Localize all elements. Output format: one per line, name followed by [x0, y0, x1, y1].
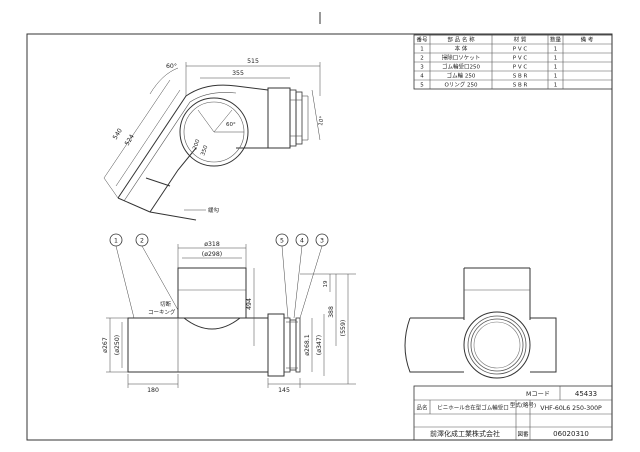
table-cell: P V C [513, 65, 528, 71]
table-header-material: 材 質 [514, 36, 527, 44]
dim-145: 145 [278, 387, 290, 394]
front-socket [267, 313, 285, 377]
top-view: 60° 200 350 515 355 60° 540 524 10° 緩勾 [103, 58, 326, 221]
table-cell: 1 [420, 47, 424, 53]
side-view [404, 267, 557, 379]
table-cell: 4 [420, 74, 424, 80]
table-cell: P V C [513, 56, 528, 62]
drawing-no-label: 図番 [517, 431, 529, 438]
label-cut: 切断 [160, 300, 172, 308]
top-branch-circle [179, 97, 249, 167]
table-cell: 1 [554, 56, 558, 62]
drawing-frame [26, 33, 613, 441]
elbow-inner-wall [149, 147, 197, 213]
side-branch [463, 267, 531, 320]
name-value: ビニホール合在型ゴム輪受口 [437, 404, 509, 412]
balloon-2-label: 2 [140, 237, 144, 244]
table-cell: 5 [420, 83, 424, 89]
dim-267: ø267 [102, 337, 109, 353]
table-cell: Oリング 250 [444, 81, 478, 89]
balloon-1-label: 1 [114, 237, 118, 244]
angle-60-label: 60° [166, 62, 177, 70]
dim-268: ø268.1 [304, 334, 311, 356]
table-header-name: 部 品 名 称 [447, 36, 475, 44]
balloon-3-label: 3 [320, 237, 324, 244]
dim-524: 524 [124, 133, 136, 147]
dim-298: (ø298) [202, 251, 222, 258]
table-cell: ゴム輪 250 [447, 72, 476, 80]
dim-250: (ø250) [114, 335, 121, 355]
dim-515: 515 [247, 58, 259, 65]
side-main-pipe [404, 317, 557, 373]
top-socket [267, 87, 291, 149]
dim-494: 494 [246, 298, 253, 310]
dim-559: (559) [340, 320, 347, 337]
dim-540: 540 [112, 127, 124, 141]
angle-10-label: 10° [318, 115, 326, 126]
parts-table: 番号 部 品 名 称 材 質 数量 備 考 1 本 体 P V C 1 2 掃除… [413, 34, 613, 90]
code-label: Mコード [526, 391, 550, 398]
drawing-no: 06020310 [553, 430, 589, 438]
table-cell: P V C [513, 47, 528, 53]
table-cell: 1 [554, 47, 558, 53]
label-caulk: コーキング [148, 308, 176, 316]
inner-dim-b: 350 [200, 144, 209, 156]
inner-dim-a: 200 [192, 138, 201, 150]
balloon-5-label: 5 [280, 237, 284, 244]
table-header-remarks: 備 考 [581, 36, 594, 44]
table-header-no: 番号 [416, 37, 428, 44]
table-cell: 掃除口ソケット [442, 54, 481, 62]
dim-388: 388 [328, 306, 335, 318]
table-cell: S B R [513, 83, 528, 89]
dim-347: (ø347) [316, 335, 323, 355]
table-cell: ゴム輪受口250 [442, 63, 480, 71]
table-cell: 3 [420, 65, 424, 71]
name-label: 品名 [416, 404, 427, 412]
dim-19: 19 [323, 280, 329, 287]
table-header-qty: 数量 [550, 36, 562, 44]
table-cell: 2 [420, 56, 424, 62]
balloon-4-label: 4 [300, 237, 304, 244]
code-value: 45433 [575, 390, 597, 398]
vertical-branch [177, 267, 247, 318]
table-cell: 1 [554, 65, 558, 71]
title-block-border [413, 385, 613, 441]
model-value: VHF-60L6 250-300P [540, 405, 602, 412]
front-view: 1 2 5 4 3 切断 コーキング ø318 [102, 233, 356, 394]
table-cell: 1 [554, 74, 558, 80]
side-socket-outer [463, 311, 531, 379]
title-block: Mコード 45433 品名 ビニホール合在型ゴム輪受口 型式(略号) VHF-6… [413, 385, 613, 441]
dim-355: 355 [232, 70, 244, 77]
model-label: 型式(略号) [510, 401, 536, 409]
dim-180: 180 [147, 387, 159, 394]
inner-angle-label: 60° [226, 122, 236, 128]
table-cell: 本 体 [455, 45, 468, 53]
marker-label: 緩勾 [208, 206, 220, 214]
company-name: 前澤化成工業株式会社 [430, 429, 500, 438]
dim-318: ø318 [204, 241, 220, 248]
table-cell: S B R [513, 74, 528, 80]
elbow-outer-wall [117, 84, 269, 199]
table-cell: 1 [554, 83, 558, 89]
